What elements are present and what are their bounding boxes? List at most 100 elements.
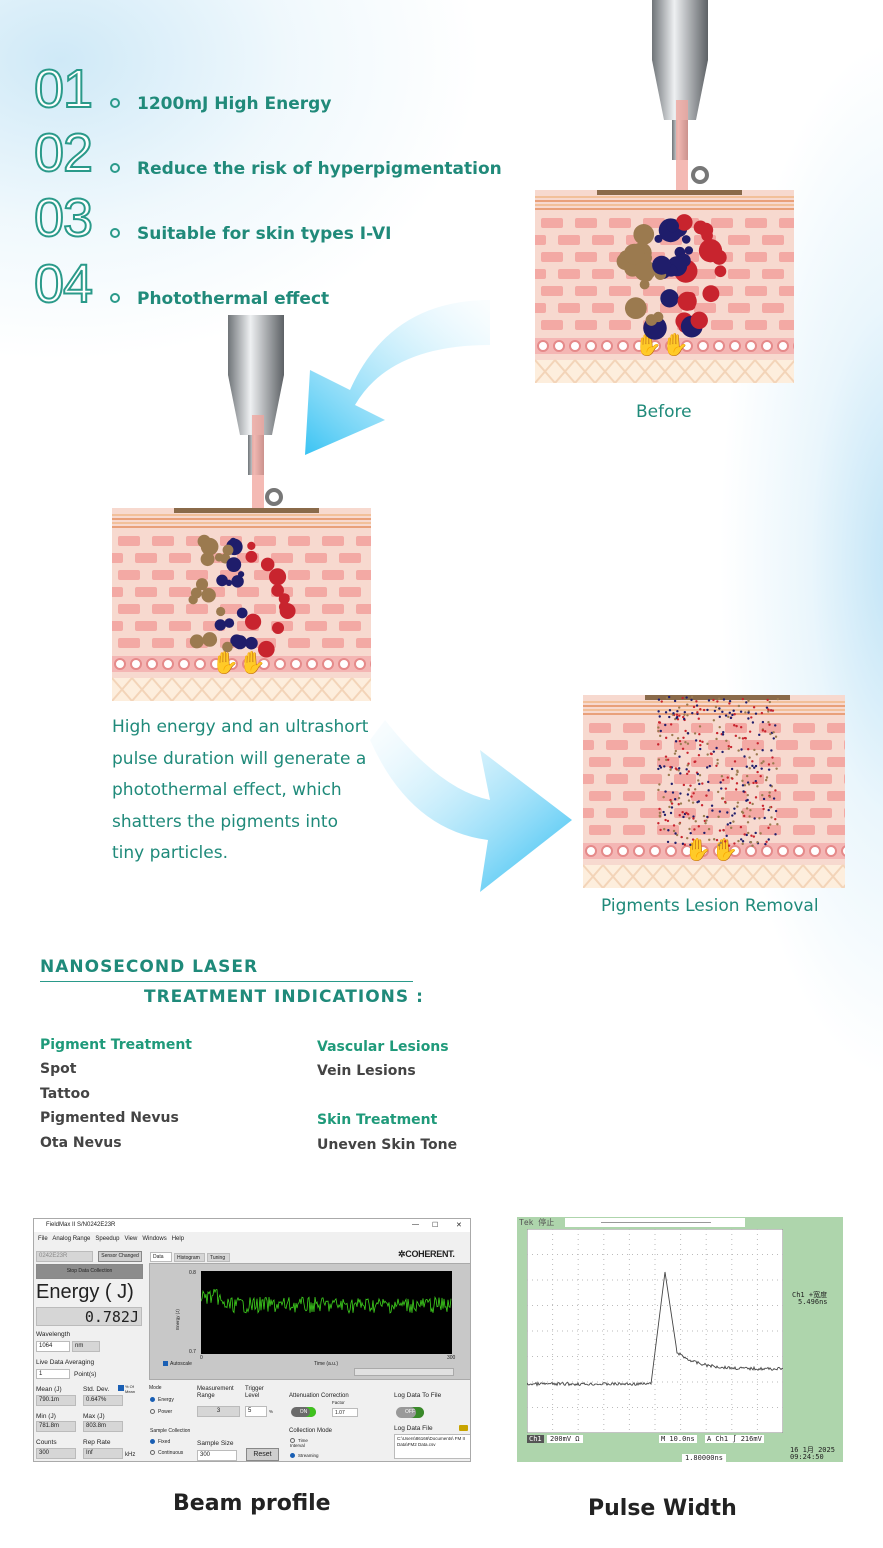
indication-item: Pigmented Nevus: [40, 1110, 179, 1126]
y-tick-min: 0.7: [189, 1349, 196, 1355]
minimize-button[interactable]: —: [412, 1221, 419, 1228]
maximize-button[interactable]: ☐: [432, 1222, 439, 1229]
attenuation-label: Attenuation Correction: [289, 1393, 349, 1399]
menu-help[interactable]: Help: [171, 1236, 185, 1242]
indication-item: Ota Nevus: [40, 1135, 122, 1151]
description-line: pulse duration will generate a: [112, 748, 367, 769]
indication-item: Uneven Skin Tone: [317, 1137, 458, 1153]
y-axis-label: Energy (J): [174, 1309, 180, 1330]
wavelength-unit-select[interactable]: nm: [72, 1341, 100, 1352]
log-to-file-label: Log Data To File: [394, 1392, 442, 1399]
feature-text: Suitable for skin types I-VI: [137, 224, 392, 244]
sample-continuous-radio[interactable]: Continuous: [150, 1450, 183, 1456]
log-to-file-toggle[interactable]: OFF: [396, 1407, 424, 1418]
mode-energy-radio[interactable]: Energy: [150, 1397, 174, 1403]
stop-data-collection-button[interactable]: Stop Data Collection: [36, 1264, 143, 1279]
trigger-unit: %: [269, 1409, 274, 1414]
after-label: Pigments Lesion Removal: [601, 896, 819, 916]
pct-mean-checkbox[interactable]: [118, 1385, 124, 1391]
pulse-waveform: [527, 1271, 783, 1387]
feature-text: 1200mJ High Energy: [137, 94, 332, 114]
wavelength-input[interactable]: 1064: [36, 1341, 70, 1352]
oscilloscope-screen: Tek 停止 Ch1 +宽度 5.496ns Ch1 200mV Ω M 10.…: [517, 1217, 843, 1462]
x-tick-min: 0: [200, 1355, 203, 1361]
pct-mean-label: % Of Mean: [125, 1384, 136, 1394]
laser-handpiece-icon: [652, 0, 709, 195]
averaging-input[interactable]: 1: [36, 1369, 70, 1379]
window-title: FieldMax II S/N0242E23R: [46, 1222, 116, 1228]
averaging-label: Live Data Averaging: [36, 1359, 95, 1366]
log-file-path[interactable]: C:\Users\86166\Documents\ FM II Data\FM2…: [394, 1434, 470, 1459]
rep-rate-label: Rep Rate: [83, 1439, 111, 1446]
description-line: tiny particles.: [112, 843, 229, 863]
factor-label: Factor: [332, 1400, 345, 1405]
sensor-changed-button[interactable]: Sensor Changed: [98, 1251, 142, 1262]
svg-text:✋✋: ✋✋: [212, 650, 267, 676]
rep-rate-unit: kHz: [125, 1452, 136, 1458]
reset-button[interactable]: Reset: [246, 1448, 279, 1461]
horizontal-position: 1.80000ns: [682, 1454, 726, 1462]
sample-fixed-radio[interactable]: Fixed: [150, 1439, 170, 1445]
menu-windows[interactable]: Windows: [142, 1236, 167, 1242]
feature-text: Photothermal effect: [137, 289, 330, 309]
bullet-dot: [110, 228, 120, 238]
attenuation-toggle[interactable]: ON: [291, 1407, 316, 1417]
averaging-unit: Point(s): [74, 1371, 97, 1378]
svg-text:✋✋: ✋✋: [684, 837, 739, 863]
collect-time-radio[interactable]: Time Interval: [290, 1438, 308, 1449]
record-line: [601, 1222, 711, 1223]
close-button[interactable]: ✕: [456, 1222, 462, 1229]
mean-label: Mean (J): [36, 1386, 62, 1393]
description-line: shatters the pigments into: [112, 811, 338, 832]
energy-trace-plot: [201, 1271, 452, 1354]
mean-value: 790.1m: [36, 1395, 76, 1406]
range-label: Measurement Range: [197, 1386, 234, 1399]
tab-histogram[interactable]: Histogram: [174, 1253, 205, 1262]
menu-view[interactable]: View: [124, 1236, 138, 1242]
divider: [40, 981, 413, 982]
counts-value: 300: [36, 1448, 76, 1459]
autoscale-label: Autoscale: [170, 1361, 192, 1367]
category-heading: Skin Treatment: [317, 1112, 438, 1128]
indications-title: NANOSECOND LASER: [40, 957, 259, 977]
description-line: photothermal effect, which: [112, 780, 342, 800]
tab-data[interactable]: Data: [150, 1252, 172, 1262]
fieldmax-software-window: FieldMax II S/N0242E23R — ☐ ✕ File Analo…: [33, 1218, 471, 1462]
x-axis-label: Time (a.u.): [314, 1361, 338, 1367]
collect-streaming-radio[interactable]: Streaming: [290, 1453, 319, 1459]
measure-value: 5.496ns: [798, 1298, 828, 1306]
min-value: 781.8m: [36, 1421, 76, 1432]
bullet-dot: [110, 98, 120, 108]
channel-badge: Ch1: [527, 1435, 544, 1443]
mode-power-radio[interactable]: Power: [150, 1409, 172, 1415]
rep-rate-value: Inf: [83, 1448, 123, 1459]
trigger-setting: A Ch1 ∫ 216mV: [705, 1435, 764, 1443]
autoscale-checkbox[interactable]: [163, 1361, 168, 1366]
max-label: Max (J): [83, 1413, 105, 1420]
sensor-select[interactable]: 0242E23R: [36, 1251, 93, 1262]
before-label: Before: [636, 402, 692, 422]
menu-speedup[interactable]: Speedup: [95, 1236, 120, 1242]
menu-analog-range[interactable]: Analog Range: [52, 1236, 91, 1242]
bullet-dot: [110, 293, 120, 303]
plot-scrollbar[interactable]: [354, 1368, 454, 1376]
menu-file[interactable]: File: [38, 1236, 48, 1242]
range-select[interactable]: 3: [197, 1406, 240, 1417]
coherent-logo: ✲COHERENT.: [398, 1249, 455, 1259]
std-value: 0.647%: [83, 1395, 123, 1406]
mode-label: Mode: [149, 1385, 162, 1391]
sample-size-input[interactable]: 300: [197, 1450, 237, 1461]
pulse-width-caption: Pulse Width: [588, 1496, 737, 1521]
curved-arrow-icon: [370, 720, 572, 892]
bullet-dot: [110, 163, 120, 173]
sample-collection-label: Sample Collection: [150, 1428, 191, 1434]
indication-item: Spot: [40, 1061, 77, 1077]
wavelength-label: Wavelength: [36, 1331, 71, 1338]
feature-number: 01: [33, 59, 94, 119]
trigger-input[interactable]: 5: [245, 1406, 267, 1417]
folder-icon[interactable]: [459, 1425, 468, 1431]
scope-date: 16 1月 2025: [790, 1446, 835, 1454]
factor-input[interactable]: 1.07: [332, 1408, 358, 1417]
tab-tuning[interactable]: Tuning: [207, 1253, 230, 1262]
skin-diagram-before: ✋✋: [535, 190, 794, 383]
